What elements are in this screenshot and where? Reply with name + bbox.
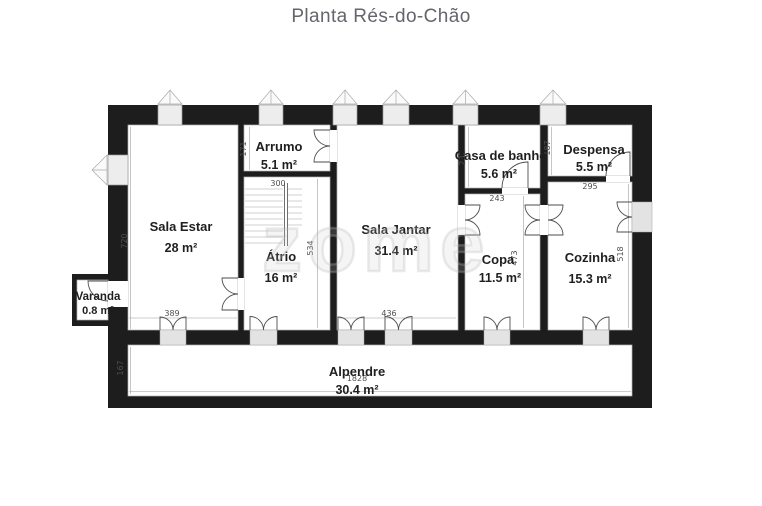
room-sala-estar-floor [127,124,239,331]
area-cozinha: 15.3 m² [568,272,611,286]
area-atrio: 16 m² [265,271,298,285]
opening-sala-jantar-alpendre-left [337,329,365,346]
area-alpendre: 30.4 m² [335,383,378,397]
label-atrio: Átrio [266,249,296,264]
stairs-treads-right [288,188,302,226]
door-sala-jantar-copa [464,204,481,236]
area-casa-de-banho: 5.6 m² [481,167,517,181]
label-despensa: Despensa [563,142,625,157]
dim-alpendre-height: 167 [116,360,125,375]
opening-cozinha-alpendre [582,329,610,346]
door-atrio-alpendre [249,316,278,331]
wall-openings [108,130,653,346]
opening-varanda [108,281,128,307]
dim-sala-estar-height: 720 [120,233,129,248]
dim-atrio-height: 534 [306,240,315,255]
dim-copa-height: 473 [510,250,519,265]
opening-sala-estar-alpendre [159,329,187,346]
room-arrumo-floor [243,124,331,172]
opening-sala-estar-atrio [238,278,244,310]
door-cozinha-alpendre [582,316,610,331]
stairs-treads-left [245,188,283,244]
dim-casa-banho-width: 243 [489,194,504,203]
label-cozinha: Cozinha [565,250,616,265]
dim-arrumo-width: 300 [270,179,285,188]
window-left [107,154,129,186]
room-labels: Sala Estar 28 m² Arrumo 5.1 m² Átrio 16 … [76,139,626,397]
dim-sala-jantar-width: 436 [381,309,396,318]
area-sala-jantar: 31.4 m² [374,244,417,258]
dim-arrumo-height: 171 [239,141,248,156]
window-1 [157,104,183,126]
page-title: Planta Rés-do-Chão [291,6,471,27]
window-6 [539,104,567,126]
opening-arrumo [330,130,337,162]
dim-sala-estar-width: 389 [164,309,179,318]
window-4 [382,104,410,126]
area-copa: 11.5 m² [479,271,521,285]
door-varanda [87,280,109,302]
window-3 [332,104,358,126]
area-despensa: 5.5 m² [576,160,612,174]
door-cozinha-exterior [616,201,633,233]
window-1-mark [157,89,183,105]
window-4-mark [382,89,410,105]
label-alpendre: Alpendre [329,364,385,379]
dim-cozinha-height: 518 [616,246,625,261]
label-sala-jantar: Sala Jantar [361,222,430,237]
dim-alpendre-width: 1828 [347,374,367,383]
door-despensa [605,151,631,177]
window-6-mark [539,89,567,105]
opening-cozinha-exterior [631,201,653,233]
opening-sala-jantar-copa [458,205,465,235]
window-5-mark [452,89,479,105]
label-arrumo: Arrumo [256,139,303,154]
door-sala-jantar-alpendre-right [384,316,413,331]
room-despensa-floor [547,124,633,177]
windows [91,89,567,186]
opening-copa-cozinha [540,205,548,235]
door-sala-estar-atrio [221,277,239,311]
doors [87,129,633,331]
door-arrumo [313,129,331,163]
door-sala-jantar-alpendre-left [337,316,365,331]
dim-casa-banho-height: 232 [458,150,467,165]
area-arrumo: 5.1 m² [261,158,297,172]
door-copa-cozinha-east [547,204,564,236]
dimension-labels: 720 389 171 300 534 436 232 243 473 187 … [116,140,625,383]
door-sala-estar-alpendre [159,316,187,331]
stairs-divider [284,183,288,246]
opening-despensa [606,176,630,182]
window-3-mark [332,89,358,105]
label-sala-estar: Sala Estar [150,219,213,234]
window-left-mark [91,154,108,186]
door-copa-alpendre [483,316,511,331]
label-casa-de-banho: Casa de banho [455,148,548,163]
area-varanda: 0.8 m² [82,305,114,317]
opening-sala-jantar-alpendre-right [384,329,413,346]
opening-atrio-alpendre [249,329,278,346]
opening-casa-de-banho [502,188,528,194]
opening-copa-alpendre [483,329,511,346]
room-floors [76,124,633,397]
label-copa: Copa [482,252,515,267]
area-sala-estar: 28 m² [165,241,198,255]
room-casa-de-banho-floor [464,124,541,189]
label-varanda: Varanda [76,291,121,303]
door-copa-cozinha-west [524,204,541,236]
stairs [245,183,302,246]
window-5 [452,104,479,126]
room-alpendre-floor [127,344,633,397]
dim-despensa-height: 187 [543,140,552,155]
door-casa-de-banho [501,161,529,189]
dim-despensa-width: 295 [582,182,597,191]
window-2-mark [258,89,284,105]
room-copa-floor [464,193,541,331]
window-2 [258,104,284,126]
